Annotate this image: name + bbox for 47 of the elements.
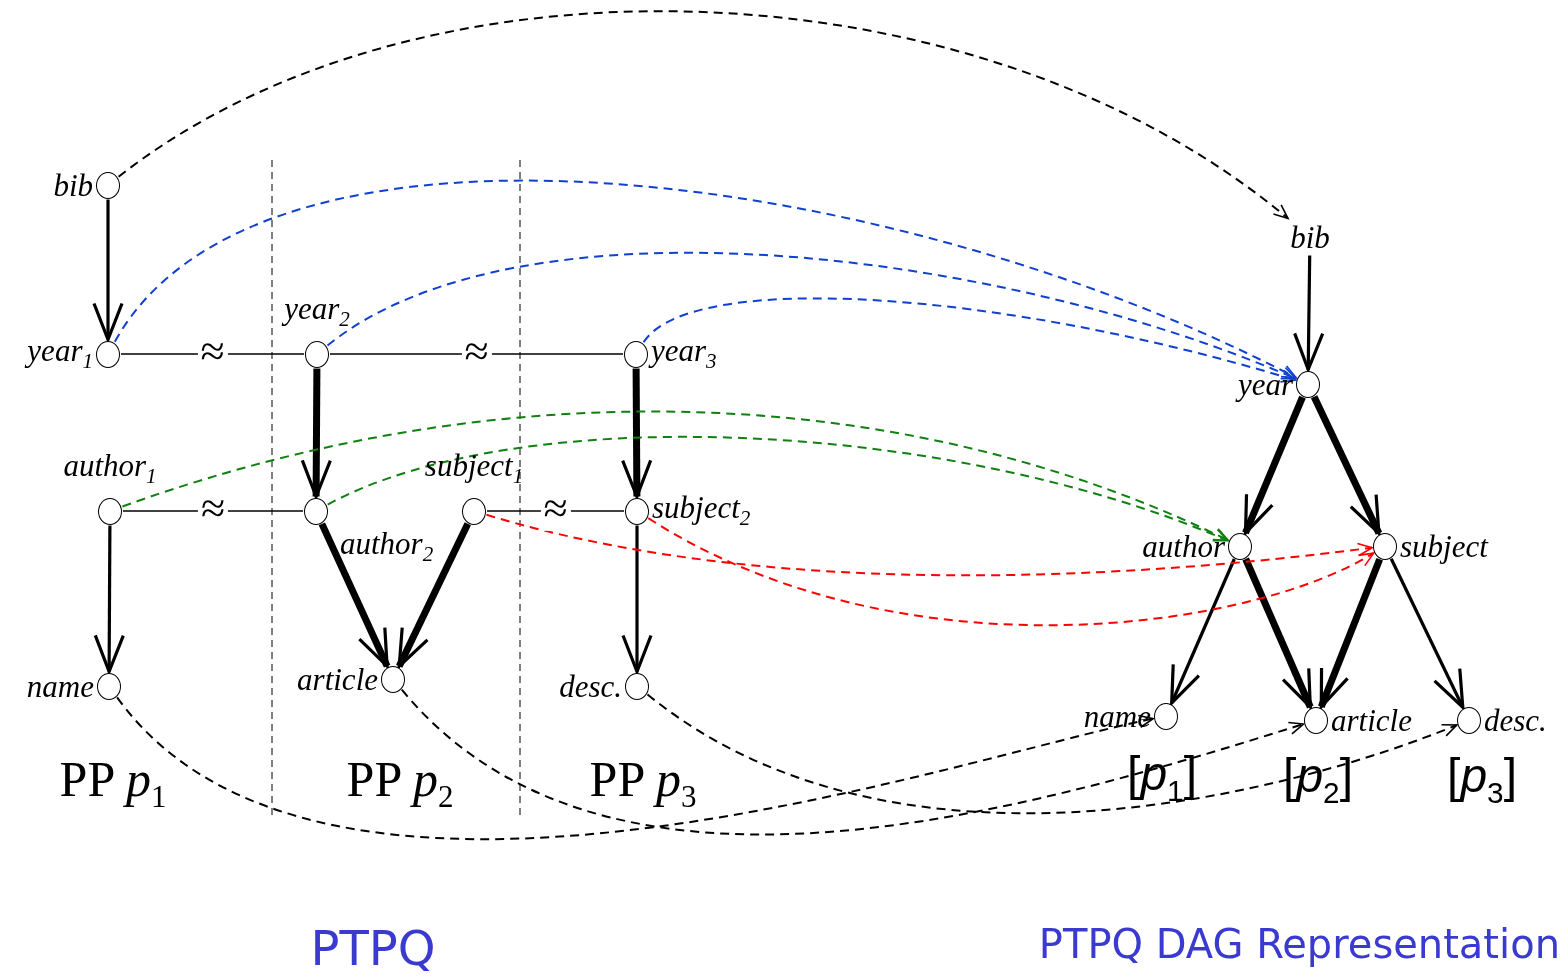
- tree-arrow: [1318, 558, 1383, 709]
- mapping-arrow: [116, 696, 1155, 840]
- partition-label: [p$_{3}$]: [1447, 752, 1517, 808]
- tree-arrow: [318, 522, 391, 668]
- tree-arrow: [621, 368, 653, 499]
- tree-arrow: [1170, 558, 1236, 705]
- tree-arrow: [1293, 255, 1325, 372]
- mapping-arrow: [646, 693, 1458, 815]
- mapping-arrow: [642, 297, 1297, 383]
- partition-label: [p$_{2}$]: [1283, 752, 1353, 808]
- tree-arrow: [621, 525, 653, 674]
- partition-label: PP p$_{3}$: [589, 754, 697, 812]
- tree-arrow: [1242, 395, 1306, 535]
- node-label: bib: [53, 169, 93, 201]
- node-label: article: [1331, 704, 1412, 736]
- node-label: subject$_{2}$: [652, 492, 751, 530]
- tree-arrow: [1310, 395, 1383, 535]
- mapping-arrow: [647, 517, 1375, 627]
- tree-arrow: [1242, 557, 1314, 709]
- mapping-arrow: [485, 513, 1374, 577]
- node-label: year: [1237, 368, 1293, 400]
- node-label: subject$_{1}$: [424, 450, 524, 488]
- node-label: desc.: [1484, 704, 1547, 736]
- mapping-arrow: [400, 688, 1305, 835]
- caption: PTPQ: [310, 924, 436, 972]
- node-label: bib: [1290, 221, 1330, 253]
- node-label: author$_{1}$: [63, 450, 157, 488]
- tree-arrow: [92, 199, 124, 342]
- similarity-line: [329, 353, 624, 355]
- mapping-arrow: [326, 251, 1297, 380]
- tree-arrow: [300, 368, 332, 499]
- mapping-arrow: [121, 411, 1230, 542]
- mapping-arrow: [117, 10, 1289, 220]
- mapping-arrow: [326, 436, 1229, 543]
- mapping-arrow: [113, 179, 1298, 379]
- node-label: author$_{2}$: [339, 527, 434, 565]
- node-label: name: [1083, 700, 1151, 732]
- node-label: author: [1142, 530, 1225, 562]
- node-label: desc.: [559, 670, 622, 702]
- partition-label: PP p$_{1}$: [59, 754, 167, 812]
- node-label: article: [297, 663, 378, 695]
- node-label: subject: [1400, 530, 1488, 562]
- partition-label: PP p$_{2}$: [346, 754, 454, 812]
- tree-arrow: [93, 525, 125, 674]
- node-label: name: [26, 670, 94, 702]
- tree-arrow: [1389, 558, 1465, 709]
- tree-arrow: [396, 522, 471, 668]
